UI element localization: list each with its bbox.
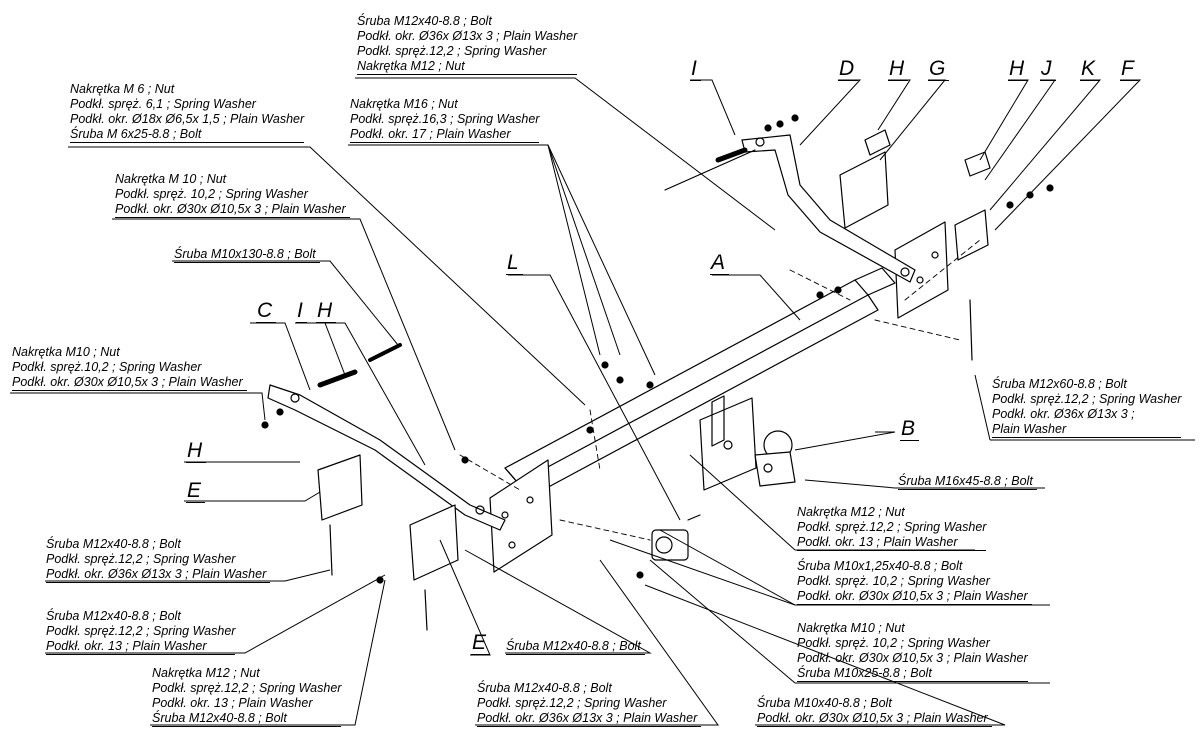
leader-lines (10, 77, 1195, 726)
right-end-plate (894, 221, 949, 319)
left-side-member (267, 384, 506, 531)
long-bolt-left (368, 343, 402, 362)
center-bracket (699, 395, 757, 491)
vertical-bolt-bottom (424, 589, 428, 631)
callout-bolt-m16x45: Śruba M16x45-8.8 ; Bolt (898, 474, 1037, 490)
spacer-top (715, 147, 748, 163)
left-end-plate (489, 459, 553, 573)
part-label-a: A (710, 252, 730, 275)
part-label-h-top: H (888, 58, 909, 81)
part-label-g: G (928, 58, 950, 81)
part-label-e-bottom: E (471, 632, 491, 655)
part-label-k: K (1080, 58, 1100, 81)
electrical-socket (651, 514, 701, 561)
callout-bolt-m12x40-center: Śruba M12x40-8.8 ; Bolt (506, 639, 645, 655)
part-label-c: C (256, 300, 277, 323)
part-label-b: B (900, 418, 920, 441)
long-bolt-top (664, 149, 756, 191)
part-label-h-left: H (316, 300, 337, 323)
callout-bolt-m10x130: Śruba M10x130-8.8 ; Bolt (174, 247, 320, 263)
part-label-h-side: H (186, 440, 207, 463)
fastener-dots (261, 114, 1054, 584)
right-bracket (954, 151, 991, 261)
part-label-e-side: E (186, 480, 206, 503)
assembly-dash-lines (459, 239, 981, 541)
right-side-member (741, 134, 916, 283)
part-label-j: J (1040, 58, 1056, 81)
part-label-d: D (838, 58, 859, 81)
vertical-bolt-right (969, 299, 973, 361)
tow-ball (754, 430, 796, 487)
lower-left-bracket (317, 454, 459, 581)
part-label-i-left: I (296, 300, 307, 323)
part-label-l: L (506, 252, 523, 275)
spacer-left (317, 369, 358, 388)
part-label-i-top: I (690, 58, 701, 81)
upper-bracket (839, 129, 891, 229)
vertical-bolt-left (329, 524, 333, 576)
part-label-h-top-2: H (1008, 58, 1029, 81)
part-label-f: F (1120, 58, 1138, 81)
